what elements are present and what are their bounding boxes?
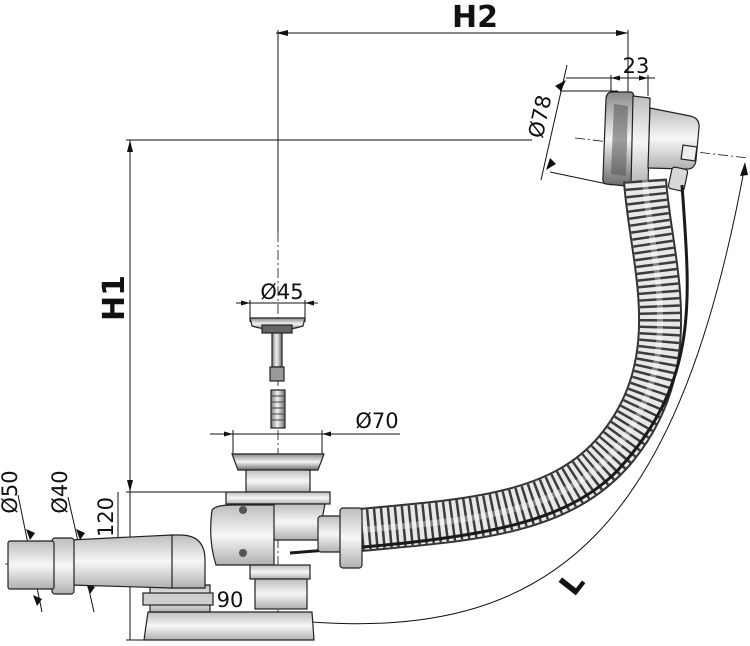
label-h2: H2 bbox=[452, 0, 498, 35]
label-d90: 90 bbox=[217, 588, 244, 612]
label-d120: 120 bbox=[94, 497, 118, 537]
drain-body bbox=[143, 453, 363, 641]
label-d23: 23 bbox=[623, 54, 650, 78]
label-d40: Ø40 bbox=[48, 470, 72, 513]
label-l: L bbox=[553, 566, 592, 603]
overflow-head bbox=[602, 91, 700, 192]
label-d50: Ø50 bbox=[0, 470, 22, 513]
label-d70: Ø70 bbox=[355, 409, 398, 433]
label-d45: Ø45 bbox=[260, 280, 303, 304]
drain-plug bbox=[249, 317, 306, 429]
outlet-pipe bbox=[7, 534, 214, 613]
corrugated-hose bbox=[289, 178, 689, 555]
label-h1: H1 bbox=[97, 275, 132, 321]
